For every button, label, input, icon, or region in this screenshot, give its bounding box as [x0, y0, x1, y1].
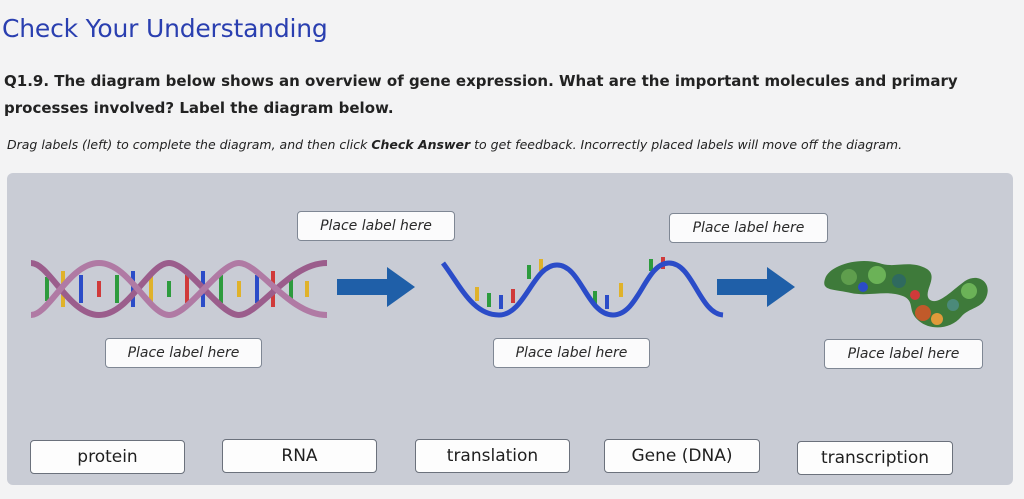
drag-label-translation[interactable]: translation — [415, 439, 570, 473]
instructions-after: to get feedback. Incorrectly placed labe… — [470, 137, 903, 152]
arrow-right-icon — [337, 267, 415, 307]
drag-label-rna[interactable]: RNA — [222, 439, 377, 473]
instructions: Drag labels (left) to complete the diagr… — [7, 137, 1007, 152]
diagram-canvas: Place label here Place label here Place … — [7, 173, 1013, 485]
instructions-before: Drag labels (left) to complete the diagr… — [7, 137, 372, 152]
drop-target-protein[interactable]: Place label here — [824, 339, 983, 369]
question-number: Q1.9. — [4, 72, 50, 90]
question-text: Q1.9. The diagram below shows an overvie… — [4, 68, 1004, 122]
drop-target-translation[interactable]: Place label here — [669, 213, 828, 243]
protein-image — [824, 260, 988, 328]
drag-label-transcription[interactable]: transcription — [797, 441, 953, 475]
drop-target-rna[interactable]: Place label here — [493, 338, 650, 368]
dna-helix-image — [30, 259, 328, 319]
drop-target-gene[interactable]: Place label here — [105, 338, 262, 368]
question-body: The diagram below shows an overview of g… — [4, 72, 958, 117]
rna-strand-image — [440, 257, 724, 318]
drag-label-protein[interactable]: protein — [30, 440, 185, 474]
arrow-right-icon — [717, 267, 795, 307]
drop-target-transcription[interactable]: Place label here — [297, 211, 455, 241]
drag-label-gene-dna[interactable]: Gene (DNA) — [604, 439, 760, 473]
instructions-check-answer: Check Answer — [371, 137, 471, 152]
page-title: Check Your Understanding — [2, 14, 328, 43]
